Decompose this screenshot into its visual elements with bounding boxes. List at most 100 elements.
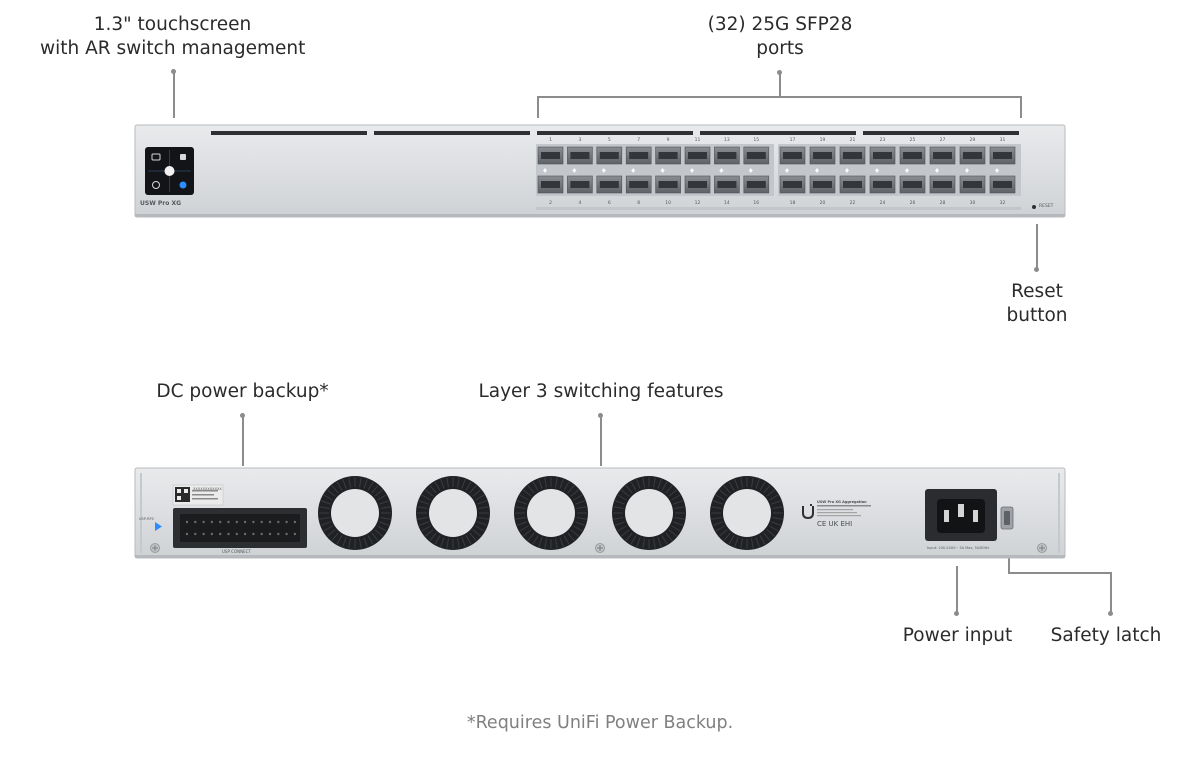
product-label: USW Pro XG Aggregation [817,500,867,504]
sfp-port-slot [629,181,649,188]
sfp-port [684,175,711,194]
sfp-port-slot [746,181,766,188]
dc-pin [235,532,238,536]
model-label: USW Pro XG [140,200,182,207]
port-number-top: 3 [578,137,581,143]
dc-pin [243,520,247,524]
sfp-port-slot [903,152,922,159]
screw [595,543,605,553]
sfp-port [869,175,896,194]
sfp-port [743,146,770,165]
sfp-port [929,146,956,165]
port-number-top: 1 [549,137,552,143]
port-number-top: 9 [667,137,670,143]
fan-icon [318,476,392,550]
port-number-bottom: 28 [940,200,946,206]
sfp-port-slot [570,152,590,159]
port-led-icon [748,170,753,173]
ports-callout-line1: (32) 25G SFP28 [707,14,853,35]
ports-callout-dot [777,70,782,75]
dc-power-callout-text: DC power backup* [156,381,329,402]
sfp-port-slot [963,152,982,159]
fan-icon [612,476,686,550]
port-led-icon [845,168,849,171]
touchscreen [145,147,194,195]
touchscreen-callout-dot [171,69,176,74]
sfp-ports [537,146,1016,194]
fan-icon [514,476,588,550]
port-led-icon [995,170,999,173]
dc-power-callout: DC power backup* [130,380,355,404]
port-number-top: 21 [850,137,856,143]
sfp-port [567,146,593,165]
sfp-port [655,175,681,194]
layer3-callout-dot [598,413,603,418]
reset-callout-dot [1034,267,1039,272]
safety-latch-callout: Safety latch [1040,624,1172,648]
vent-strip [537,131,693,135]
port-led-icon [845,170,849,173]
port-number-top: 17 [790,137,796,143]
port-led-icon [690,170,694,173]
port-number-bottom: 18 [790,200,796,206]
vent-strip [374,131,530,135]
dc-pin [227,532,230,536]
dc-pin [260,520,263,524]
sfp-port-slot [933,181,952,188]
dc-pin [268,532,272,536]
vent-strip [700,131,856,135]
port-led-icon [719,168,724,171]
port-number-bottom: 14 [724,200,730,206]
rps-label: USP-RPS [139,517,154,521]
sfp-port [625,175,652,194]
port-led-icon [935,168,939,171]
fans [318,476,784,550]
sfp-port [899,175,926,194]
port-number-top: 27 [940,137,946,143]
sfp-port [779,175,806,194]
sfp-port [839,175,866,194]
sfp-port-slot [599,181,619,188]
dc-pin [252,532,255,536]
sfp-port-slot [541,181,560,188]
port-led-icon [748,168,753,171]
dc-pin [185,520,189,524]
dc-pin [268,520,272,524]
dc-pin [252,520,255,524]
sfp-port [959,175,986,194]
dc-power-connector [173,508,307,548]
reset-hole [1032,205,1036,209]
dc-pin [277,520,280,524]
sfp-port [537,146,564,165]
vent-strip [863,131,1019,135]
sfp-port [714,146,740,165]
fan-icon [710,476,784,550]
dc-pin [285,520,288,524]
ports-callout: (32) 25G SFP28 ports [660,13,900,61]
port-led-icon [631,168,636,171]
sfp-port-slot [993,181,1012,188]
sfp-port-slot [629,152,649,159]
screw [150,543,160,553]
port-led-icon [875,168,879,171]
sfp-port-slot [963,181,982,188]
port-led-icon [965,168,969,171]
port-led-icon [815,170,819,173]
sfp-port-slot [813,152,832,159]
sfp-port-slot [717,181,737,188]
ports-callout-line [779,73,781,97]
port-led-icon [905,168,909,171]
port-number-bottom: 30 [970,200,976,206]
dc-pin [293,520,297,524]
sfp-port-slot [993,152,1012,159]
vent-strip [211,131,367,135]
sfp-port [625,146,652,165]
ports-callout-line2: ports [756,38,804,59]
sfp-port-slot [843,181,862,188]
touchscreen-callout-line [173,72,175,118]
sfp-port [743,175,770,194]
sfp-port-slot [658,152,678,159]
port-led-icon [660,170,665,173]
cert-marks: CE UK EHI [817,520,853,528]
sfp-port [959,146,986,165]
